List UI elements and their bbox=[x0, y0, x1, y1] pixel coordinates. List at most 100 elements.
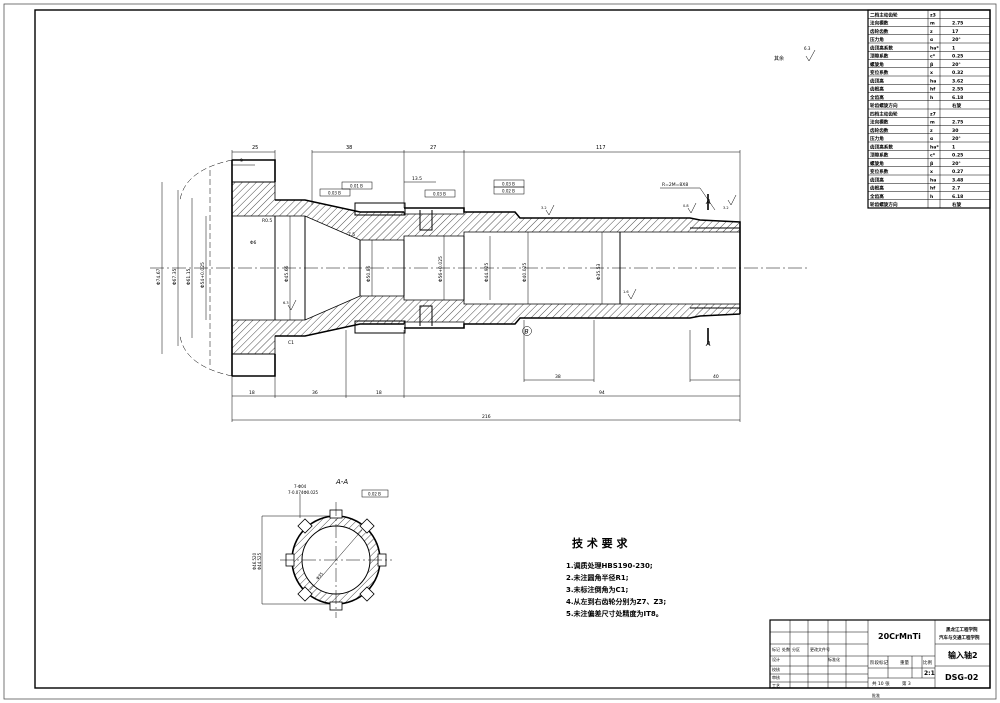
tb-scale: 2:1 bbox=[924, 670, 935, 677]
params-cell-sym: z7 bbox=[930, 111, 936, 117]
tech-item-5: 5.未注偏差尺寸处精度为IT8。 bbox=[566, 609, 663, 618]
tb-college: 汽车与交通工程学院 bbox=[939, 634, 980, 641]
params-cell-val: 20° bbox=[952, 62, 961, 68]
tb-label-approve: 批准 bbox=[872, 692, 880, 698]
params-cell-sym: h bbox=[930, 95, 933, 101]
phantom-gear-arc bbox=[179, 159, 233, 377]
params-cell-val: 20° bbox=[952, 136, 961, 142]
tb-label-design: 设计 bbox=[772, 656, 780, 662]
tb-sheets: 共 10 张 bbox=[872, 680, 890, 687]
section-dim-3: Φ46.520 bbox=[252, 552, 257, 570]
roughness-3: 1.6 bbox=[623, 290, 629, 294]
tech-title: 技 术 要 求 bbox=[572, 536, 628, 550]
params-cell-label: 压力角 bbox=[870, 135, 884, 142]
diam-10: Φ35.53 bbox=[596, 263, 602, 280]
section-dim-5: Φ35 bbox=[315, 571, 324, 581]
dim-top-small-2: 13.5 bbox=[412, 176, 422, 182]
tb-school: 黑龙江工程学院 bbox=[946, 626, 978, 633]
params-cell-val: 2.55 bbox=[952, 87, 963, 93]
diam-1: Φ74.67 bbox=[156, 268, 162, 285]
params-cell-sym: hf bbox=[930, 186, 936, 192]
params-cell-label: 齿顶高 bbox=[870, 77, 884, 84]
params-cell-label: 变位系数 bbox=[870, 168, 889, 175]
params-cell-label: 齿顶高 bbox=[870, 176, 884, 183]
dim-bottom-2: 36 bbox=[312, 390, 318, 396]
params-cell-val: 20° bbox=[952, 161, 961, 167]
dim-top-1: 25 bbox=[252, 145, 258, 151]
params-cell-val: 6.18 bbox=[952, 95, 963, 101]
params-cell-sym: c* bbox=[930, 54, 936, 60]
gear-z7-bottom bbox=[231, 353, 276, 377]
tech-item-2: 2.未注圆角半径R1; bbox=[566, 573, 629, 582]
params-cell-sym: hf bbox=[930, 87, 936, 93]
params-cell-label: 全齿高 bbox=[869, 94, 884, 101]
note-c1: C1 bbox=[288, 340, 294, 346]
tb-material: 20CrMnTi bbox=[878, 632, 921, 641]
params-cell-val: 6.18 bbox=[952, 194, 963, 200]
params-cell-val: 2.7 bbox=[952, 186, 960, 192]
params-cell-label: 变位系数 bbox=[870, 69, 889, 76]
small-annotations: R0.5 Φ6 C1 7.5 R=2M=8X8 bbox=[250, 182, 716, 346]
tb-stage-mark: 阶段标记 bbox=[870, 659, 888, 666]
roughness-4: 0.8 bbox=[683, 204, 689, 208]
roughness-2: 3.2 bbox=[541, 206, 547, 210]
roughness-symbols: 其余 6.3 6.3 3.2 1.6 0.8 3.2 bbox=[283, 46, 816, 311]
params-cell-val: 右旋 bbox=[952, 102, 962, 109]
params-cell-val: 30 bbox=[952, 128, 958, 134]
params-cell-label: 齿顶高系数 bbox=[870, 44, 893, 51]
params-cell-val: 0.25 bbox=[952, 54, 963, 60]
dimensions-bottom: 18 36 18 94 40 38 216 bbox=[231, 314, 741, 422]
roughness-other-label: 其余 bbox=[774, 55, 784, 62]
params-cell-sym: ha bbox=[930, 78, 936, 84]
tol-frame-4: 0.03 B bbox=[502, 182, 515, 187]
tol-frame-1: 0.01 B bbox=[350, 184, 363, 189]
section-aa-title: A-A bbox=[335, 478, 348, 486]
tb-sheet: 第 3 bbox=[902, 680, 911, 687]
dim-bottom-5: 40 bbox=[713, 374, 719, 380]
section-dim-2: 7-0.074Φ0.025 bbox=[288, 490, 318, 495]
tb-ratio-label: 比例 bbox=[923, 659, 932, 666]
note-75: 7.5 bbox=[348, 232, 355, 238]
params-cell-sym: c* bbox=[930, 153, 936, 159]
params-cell-label: 二档主动齿轮 bbox=[870, 11, 898, 18]
diam-3: Φ61.15 bbox=[186, 268, 192, 285]
dim-top-2: 38 bbox=[346, 145, 352, 151]
dimensions-top: 25 38 27 117 9 13.5 bbox=[231, 145, 741, 222]
dim-top-3: 27 bbox=[430, 145, 436, 151]
section-dim-4: Φ44.525 bbox=[257, 552, 262, 570]
params-cell-sym: β bbox=[930, 161, 934, 167]
params-cell-label: 全齿高 bbox=[869, 193, 884, 200]
params-cell-sym: α bbox=[930, 38, 933, 43]
params-cell-label: 顶隙系数 bbox=[870, 53, 889, 60]
roughness-other-icon bbox=[805, 49, 816, 62]
params-cell-sym: x bbox=[930, 170, 933, 175]
tb-label-review: 审核 bbox=[772, 674, 780, 680]
grooves bbox=[419, 210, 433, 326]
section-dim-1: 7-Φ04 bbox=[294, 484, 307, 489]
params-cell-label: 齿根高 bbox=[870, 86, 884, 93]
params-cell-label: 齿轮齿数 bbox=[870, 28, 889, 35]
params-cell-val: 2.75 bbox=[952, 21, 963, 27]
params-cell-label: 螺旋角 bbox=[870, 61, 884, 68]
title-block: 20CrMnTi 黑龙江工程学院 汽车与交通工程学院 输入轴2 DSG-02 2… bbox=[769, 619, 991, 698]
params-cell-val: 20° bbox=[952, 37, 961, 43]
params-cell-label: 轮齿螺旋方向 bbox=[870, 201, 898, 208]
params-cell-sym: x bbox=[930, 71, 933, 76]
params-cell-val: 1 bbox=[952, 45, 955, 51]
tb-part-name: 输入轴2 bbox=[948, 650, 978, 660]
dimensions-diameters: Φ74.67 Φ67.35 Φ61.15 Φ54+0.025 Φ45.66 Φ5… bbox=[156, 182, 603, 354]
dim-bottom-4: 94 bbox=[599, 390, 605, 396]
diam-5: Φ45.66 bbox=[284, 265, 290, 282]
params-cell-sym: α bbox=[930, 137, 933, 142]
params-cell-val: 0.32 bbox=[952, 70, 963, 76]
gear-z3-top bbox=[354, 202, 406, 216]
tol-frame-3: 0.03 B bbox=[433, 192, 446, 197]
tb-label-count: 处数 bbox=[782, 646, 790, 652]
spline-note: R=2M=8X8 bbox=[662, 182, 688, 188]
params-cell-val: 2.75 bbox=[952, 120, 963, 126]
params-cell-label: 轮齿螺旋方向 bbox=[870, 102, 898, 109]
params-cell-label: 齿顶高系数 bbox=[870, 143, 893, 150]
tb-label-mark: 标记 bbox=[772, 646, 780, 652]
